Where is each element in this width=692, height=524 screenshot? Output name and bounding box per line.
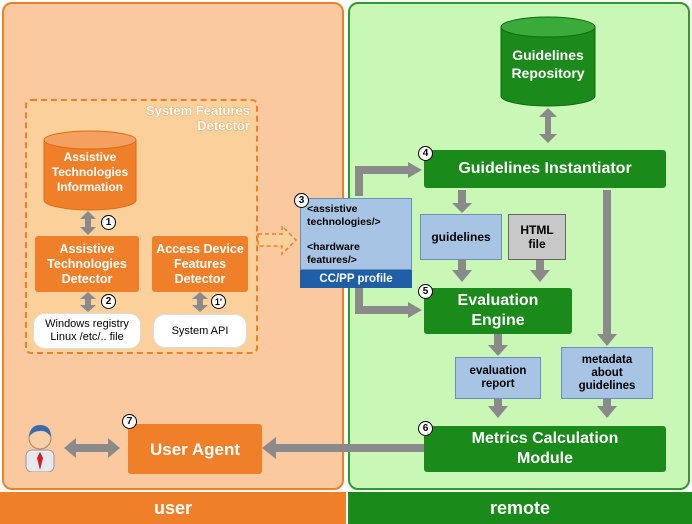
- step-6: 6: [418, 421, 433, 436]
- profile-content-line2: <hardware features/>: [307, 241, 360, 266]
- html-file-doc: HTML file: [508, 214, 566, 260]
- arrow-metrics-useragent: [262, 437, 424, 459]
- db-label: Assistive Technologies Information: [51, 150, 129, 194]
- metadata-doc: metadata about guidelines: [561, 347, 653, 399]
- arrow-guidelines-engine: [452, 260, 472, 282]
- user-icon: [25, 425, 55, 472]
- metrics-module-box: Metrics Calculation Module: [424, 426, 666, 472]
- arrow-sfd-to-profile: [257, 224, 298, 256]
- step-3: 3: [294, 193, 309, 208]
- repository-label: Guidelines Repository: [511, 47, 585, 81]
- arrow-user-useragent: [64, 438, 120, 458]
- profile-label: CC/PP profile: [300, 270, 412, 288]
- arrow-instantiator-guidelines: [452, 190, 472, 213]
- arrow-engine-report: [488, 333, 508, 356]
- system-api-pill: System API: [153, 314, 247, 348]
- arrow-repository-instantiator: [539, 108, 557, 143]
- arrow-at-registry: [80, 292, 96, 312]
- guidelines-instantiator-box: Guidelines Instantiator: [424, 150, 666, 188]
- profile-document: <assistive technologies/> <hardware feat…: [300, 198, 412, 270]
- step-4: 4: [418, 146, 433, 161]
- arrow-html-engine: [530, 260, 550, 282]
- arrow-db-at-detector: [80, 211, 96, 235]
- arrow-report-metrics: [488, 398, 508, 418]
- step-1: 1: [101, 215, 116, 230]
- step-7: 7: [122, 414, 137, 429]
- arrow-instantiator-metadata: [597, 190, 617, 346]
- at-detector-box: Assistive Technologies Detector: [35, 236, 139, 292]
- profile-content-line1: <assistive technologies/>: [307, 203, 381, 228]
- arrow-metadata-metrics: [597, 398, 617, 418]
- user-agent-box: User Agent: [128, 424, 262, 474]
- remote-label: remote: [348, 492, 692, 524]
- arrow-profile-to-engine: [355, 288, 410, 314]
- evaluation-engine-box: Evaluation Engine: [424, 288, 572, 334]
- windows-registry-pill: Windows registry Linux /etc/.. file: [33, 313, 141, 349]
- system-features-detector-title: System Features Detector: [145, 103, 250, 133]
- arrow-adf-system-api: [192, 292, 208, 312]
- assistive-technologies-db: [43, 130, 137, 211]
- evaluation-report-doc: evaluation report: [455, 357, 541, 399]
- arrow-profile-to-instantiator: [355, 166, 410, 196]
- adf-detector-box: Access Device Features Detector: [152, 236, 248, 292]
- step-5: 5: [418, 284, 433, 299]
- guidelines-doc: guidelines: [420, 214, 502, 260]
- guidelines-repository-db: [500, 16, 596, 107]
- user-label: user: [0, 492, 346, 524]
- step-1-prime: 1': [211, 294, 226, 309]
- step-2: 2: [101, 294, 116, 309]
